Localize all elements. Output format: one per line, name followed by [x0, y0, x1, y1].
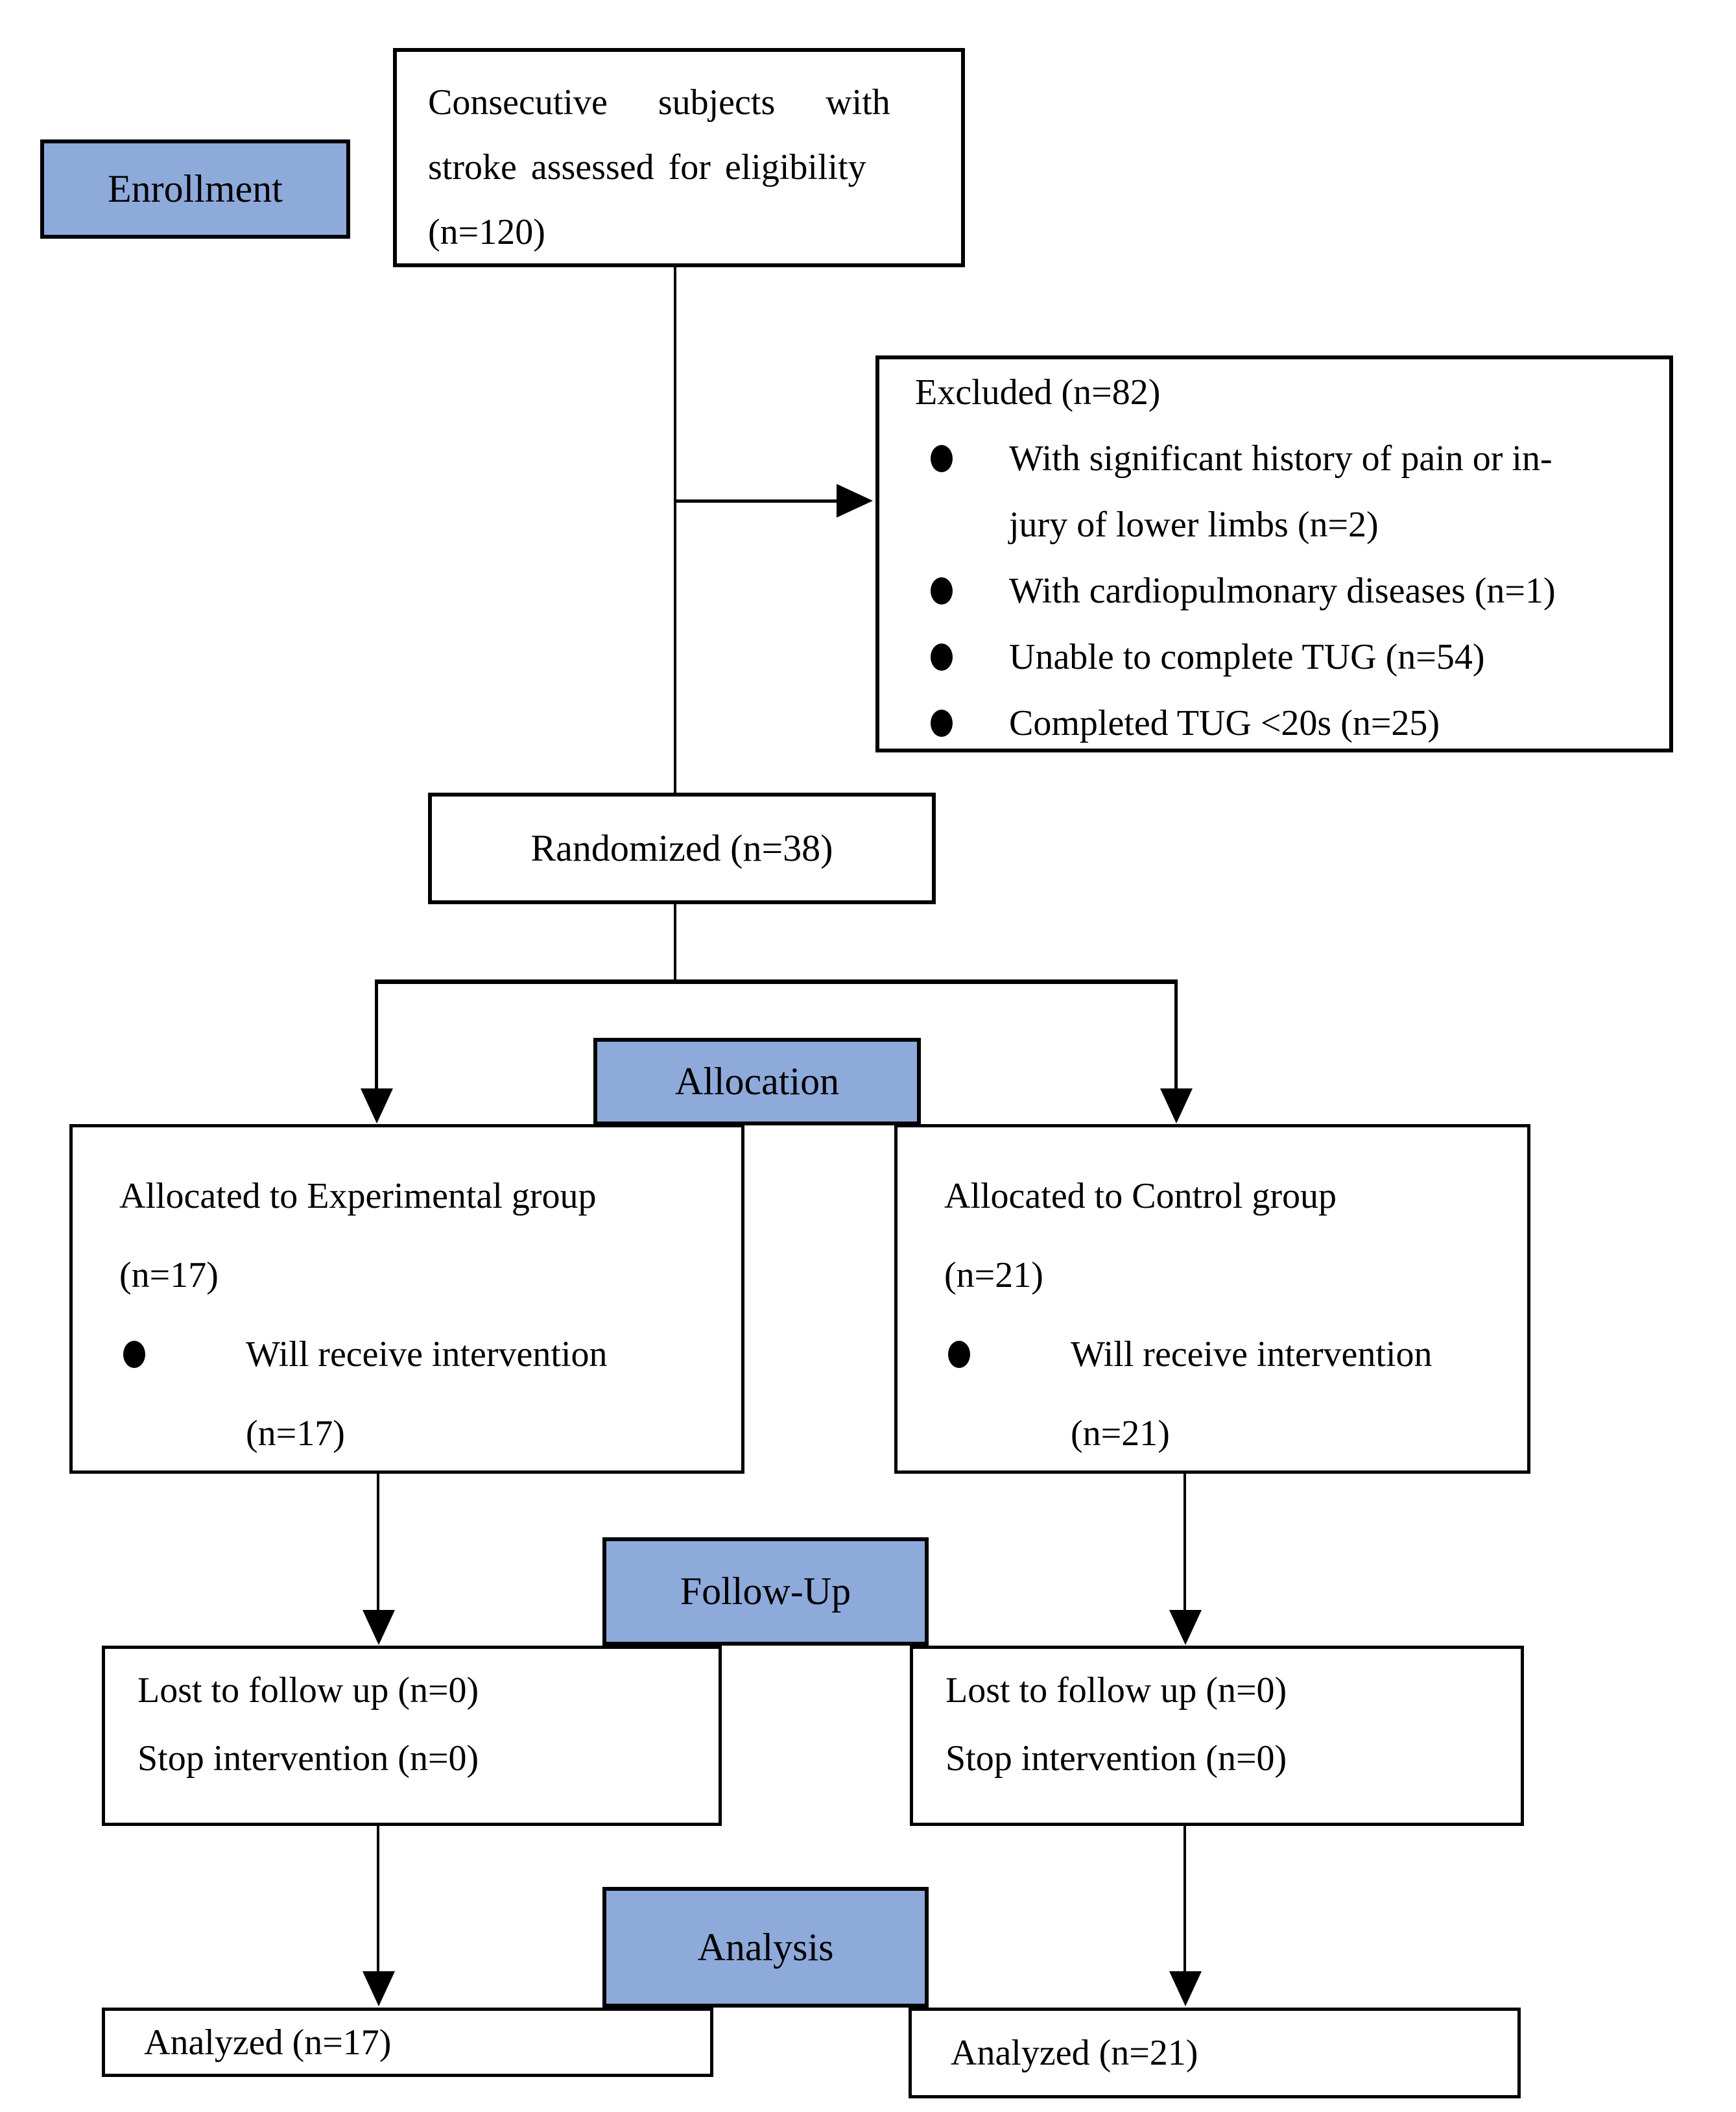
randomized-box: Randomized (n=38) [428, 793, 936, 904]
allocation-experimental-bullet: Will receive intervention (n=17) [119, 1315, 725, 1473]
bullet-dot [931, 445, 953, 472]
randomized-text: Randomized (n=38) [530, 827, 833, 869]
followup-control-line2: Stop intervention (n=0) [945, 1738, 1287, 1779]
connector-to-excluded [675, 499, 837, 503]
stage-label-follow-up: Follow-Up [602, 1537, 929, 1646]
excluded-item1-line2: jury of lower limbs (n=2) [1009, 505, 1379, 545]
excluded-item: With cardiopulmonary diseases (n=1) [915, 558, 1656, 624]
connector-branch-right [1174, 979, 1178, 1090]
arrowhead-followup-left-icon [363, 1610, 395, 1645]
arrowhead-allocation-right-icon [1160, 1088, 1193, 1123]
excluded-title: Excluded (n=82) [915, 372, 1161, 413]
allocation-control-bullet-line2: (n=21) [1071, 1413, 1170, 1454]
arrowhead-allocation-left-icon [361, 1088, 393, 1123]
arrowhead-analysis-right-icon [1169, 1971, 1202, 2006]
followup-experimental-line2: Stop intervention (n=0) [137, 1738, 479, 1779]
stage-label-enrollment: Enrollment [40, 139, 350, 239]
eligibility-line2: stroke assessed for eligibility [428, 147, 866, 187]
arrowhead-excluded-icon [837, 484, 873, 518]
excluded-item3: Unable to complete TUG (n=54) [1009, 637, 1485, 677]
followup-control-box: Lost to follow up (n=0) Stop interventio… [910, 1646, 1524, 1826]
analyzed-experimental-text: Analyzed (n=17) [144, 2022, 392, 2063]
stage-label-enrollment-text: Enrollment [108, 167, 283, 210]
stage-label-allocation: Allocation [593, 1038, 921, 1125]
excluded-item4: Completed TUG <20s (n=25) [1009, 703, 1440, 743]
followup-experimental-line1: Lost to follow up (n=0) [137, 1670, 479, 1710]
bullet-dot [123, 1341, 145, 1368]
connector-allocation-followup-right [1183, 1474, 1186, 1611]
excluded-item2: With cardiopulmonary diseases (n=1) [1009, 571, 1556, 611]
eligibility-line3: (n=120) [428, 212, 545, 252]
analyzed-experimental-box: Analyzed (n=17) [102, 2008, 713, 2077]
excluded-item: Unable to complete TUG (n=54) [915, 624, 1656, 690]
allocation-control-bullet: Will receive intervention (n=21) [944, 1315, 1511, 1473]
allocation-experimental-box: Allocated to Experimental group (n=17) W… [69, 1124, 744, 1474]
excluded-item: Completed TUG <20s (n=25) [915, 690, 1656, 756]
allocation-experimental-title2: (n=17) [119, 1255, 219, 1295]
connector-eligibility-randomized [674, 267, 676, 793]
excluded-box: Excluded (n=82) With significant history… [875, 355, 1673, 752]
allocation-control-bullet-line1: Will receive intervention [1071, 1334, 1433, 1374]
bullet-dot [931, 710, 953, 737]
stage-label-allocation-text: Allocation [674, 1060, 840, 1103]
stage-label-follow-up-text: Follow-Up [680, 1570, 851, 1613]
connector-randomized-branch [674, 904, 676, 981]
allocation-control-box: Allocated to Control group (n=21) Will r… [894, 1124, 1530, 1474]
allocation-control-title2: (n=21) [944, 1255, 1043, 1295]
arrowhead-followup-right-icon [1169, 1610, 1202, 1645]
stage-label-analysis: Analysis [602, 1887, 929, 2008]
bullet-dot [931, 643, 953, 671]
connector-followup-analysis-left [377, 1826, 379, 1973]
bullet-dot [948, 1341, 970, 1368]
excluded-item1-line1: With significant history of pain or in- [1009, 438, 1552, 479]
bullet-dot [931, 577, 953, 605]
branch-line [375, 979, 1178, 984]
allocation-control-title1: Allocated to Control group [944, 1176, 1337, 1216]
followup-control-line1: Lost to follow up (n=0) [945, 1670, 1287, 1710]
analyzed-control-box: Analyzed (n=21) [909, 2008, 1521, 2098]
eligibility-line1: Consecutive subjects with [428, 82, 890, 123]
allocation-experimental-title1: Allocated to Experimental group [119, 1176, 597, 1216]
connector-allocation-followup-left [377, 1474, 379, 1611]
connector-branch-left [375, 979, 378, 1090]
followup-experimental-box: Lost to follow up (n=0) Stop interventio… [102, 1646, 722, 1826]
arrowhead-analysis-left-icon [363, 1971, 395, 2006]
eligibility-box: Consecutive subjects with stroke assesse… [393, 48, 965, 267]
connector-followup-analysis-right [1183, 1826, 1186, 1973]
excluded-item: With significant history of pain or in- … [915, 426, 1656, 558]
stage-label-analysis-text: Analysis [697, 1925, 834, 1969]
analyzed-control-text: Analyzed (n=21) [951, 2033, 1198, 2073]
allocation-experimental-bullet-line1: Will receive intervention [246, 1334, 608, 1374]
allocation-experimental-bullet-line2: (n=17) [246, 1413, 345, 1454]
